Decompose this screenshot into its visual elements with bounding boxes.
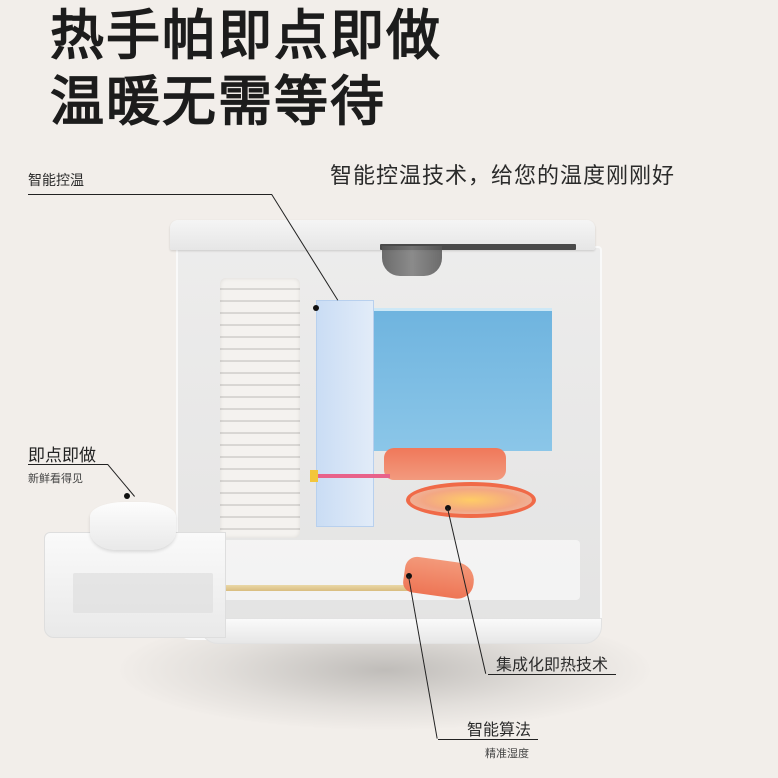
callout-instant-dot — [124, 493, 130, 499]
callout-smart-temp-label: 智能控温 — [28, 173, 84, 189]
lid-slot — [380, 244, 576, 250]
heater-plate — [384, 448, 506, 480]
base-tray — [200, 540, 580, 600]
control-knob — [382, 246, 442, 276]
heating-coil-icon — [406, 482, 536, 518]
callout-heating-underline — [488, 674, 616, 675]
callout-instant-underline — [28, 464, 108, 465]
temperature-sensor-panel — [316, 300, 374, 527]
callout-algorithm-label: 智能算法 — [467, 720, 532, 739]
callout-algorithm-caption: 精准湿度 — [485, 747, 529, 760]
towel-warmer-cutaway — [44, 220, 602, 660]
headline-line-2: 温暖无需等待 — [50, 70, 386, 133]
pipe-connector — [310, 470, 318, 482]
callout-smart-temp-dot — [313, 305, 319, 311]
heating-pipe — [318, 474, 390, 478]
callout-instant-leader — [107, 464, 135, 497]
water-tank — [374, 308, 552, 451]
callout-algorithm-underline — [438, 739, 538, 740]
callout-instant-caption: 新鲜看得见 — [28, 472, 83, 485]
callout-heating-label: 集成化即热技术 — [496, 655, 609, 674]
callout-smart-temp-underline — [28, 194, 272, 195]
headline-line-1: 热手帕即点即做 — [50, 4, 442, 67]
base-foot — [200, 618, 602, 644]
feed-rod — [150, 585, 410, 591]
drawer-inner — [73, 573, 213, 613]
towel-roll — [220, 278, 300, 538]
subtitle: 智能控温技术，给您的温度刚刚好 — [330, 164, 676, 189]
output-drawer — [44, 532, 226, 638]
callout-instant-label: 即点即做 — [28, 446, 96, 466]
rolled-towel — [90, 502, 176, 550]
